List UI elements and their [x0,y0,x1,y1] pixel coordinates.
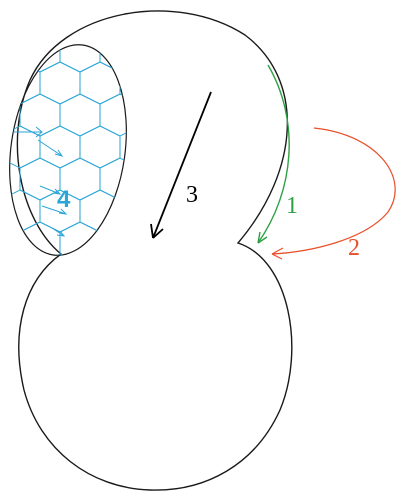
arrow-2 [271,127,396,260]
label-4: 4 [57,186,71,213]
label-2: 2 [348,235,360,261]
outer-outline [16,10,293,491]
arrow-1 [257,64,290,244]
arrow-3 [150,91,212,239]
lens-outline [9,44,127,256]
hexagon-tiling [0,37,140,263]
label-1: 1 [286,193,298,219]
label-3: 3 [186,182,198,208]
